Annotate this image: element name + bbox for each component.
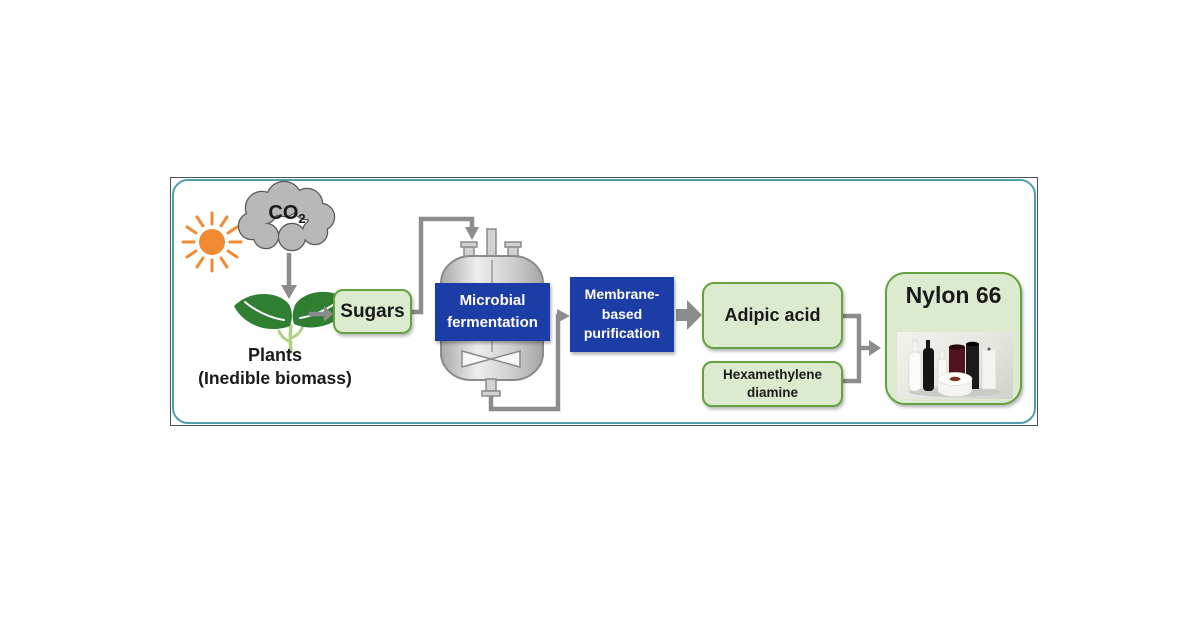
spools-illustration — [908, 338, 1001, 397]
plants-label-line2: (Inedible biomass) — [198, 368, 352, 389]
plants-label: Plants (Inedible biomass) — [178, 343, 372, 391]
co2-subscript: 2 — [298, 211, 306, 226]
monomer-junction-connector — [843, 313, 881, 384]
nylon-66-title: Nylon 66 — [905, 282, 1002, 308]
sugars-box: Sugars — [333, 289, 412, 334]
membrane-label-line2: based — [601, 305, 643, 322]
membrane-to-adipic-arrow — [676, 300, 702, 330]
junction-to-nylon-arrow — [869, 340, 881, 356]
sugars-to-fermenter-pipe — [412, 216, 479, 315]
black-bobbin — [923, 340, 934, 391]
stirrer-impeller — [461, 350, 521, 368]
thread-spools-photo — [897, 332, 1013, 399]
fermenter-outlet — [481, 378, 501, 397]
sun-icon — [181, 211, 243, 273]
co2-to-plants-arrow — [281, 253, 297, 299]
co2-text: CO — [268, 202, 299, 224]
sugars-box-label: Sugars — [340, 300, 405, 322]
hexamethylene-diamine-box: Hexamethylene diamine — [702, 361, 843, 407]
plants-to-sugars-arrow — [309, 306, 333, 322]
white-yarn-roll — [937, 372, 973, 397]
white-bobbin — [908, 338, 922, 392]
adipic-acid-label: Adipic acid — [724, 305, 821, 325]
hexamethylene-label-line2: diamine — [746, 385, 798, 400]
fermentation-label-line2: fermentation — [447, 314, 538, 331]
membrane-purification-box: Membrane- based purification — [570, 277, 674, 352]
co2-label: CO2 — [256, 199, 318, 227]
membrane-label-line1: Membrane- — [584, 286, 660, 303]
fermentation-label-line1: Microbial — [459, 292, 526, 310]
hexamethylene-label-line1: Hexamethylene — [722, 367, 823, 383]
membrane-label-line3: purification — [583, 325, 661, 342]
microbial-fermentation-box: Microbial fermentation — [435, 283, 550, 341]
adipic-acid-box: Adipic acid — [702, 282, 843, 349]
co2-cloud-icon — [237, 180, 336, 252]
white-spool — [981, 346, 997, 390]
fermenter-to-membrane-pipe — [488, 309, 570, 412]
plants-label-line1: Plants — [247, 345, 303, 365]
nylon-66-box: Nylon 66 — [885, 272, 1022, 405]
